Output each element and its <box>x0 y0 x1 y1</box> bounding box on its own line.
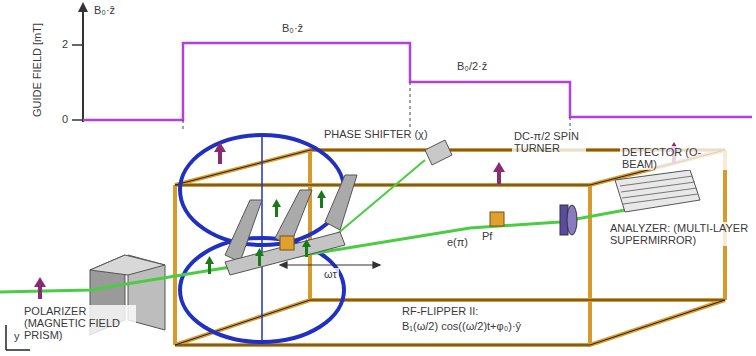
component-label: POLARIZER (MAGNETIC FIELD PRISM) <box>22 305 136 341</box>
symbol-label: e(π) <box>445 236 470 248</box>
frame-outline <box>175 150 725 345</box>
axis-line <box>82 10 84 122</box>
component-label: DC-π/2 SPIN TURNER <box>512 130 586 154</box>
component-label: DETECTOR (O-BEAM) <box>620 146 734 170</box>
rf-flipper <box>280 236 294 250</box>
analyzer <box>567 205 577 235</box>
symbol-label: Pf <box>480 230 494 242</box>
component-label: ANALYZER: (MULTI-LAYER SUPERMIRROR) <box>608 222 752 246</box>
field-label: B₀/2·ẑ <box>455 60 489 72</box>
axis-title: GUIDE FIELD [mT] <box>31 21 43 119</box>
spin-arrows <box>205 190 326 274</box>
guide-field-profile <box>83 43 752 120</box>
component-label: PHASE SHIFTER (χ) <box>322 128 430 140</box>
field-label: B₀·ẑ <box>280 22 305 34</box>
interferometer-crystal <box>225 175 357 275</box>
guide-dash <box>183 82 570 130</box>
formula-label: B₁(ω/2) cos((ω/2)t+φ₀)·ŷ <box>400 320 523 332</box>
tick-label: 2 <box>60 38 70 50</box>
field-label: B₀·ẑ <box>92 4 117 16</box>
symbol-label: ωτ <box>322 268 339 280</box>
axis-letter: y <box>12 330 22 342</box>
coil-axis <box>261 135 263 342</box>
axis-arrowhead <box>78 2 88 12</box>
detector <box>615 170 700 212</box>
axis-tick <box>72 44 83 46</box>
spin-turner <box>490 212 504 226</box>
axis-tick <box>72 119 83 121</box>
coil-frame <box>175 150 725 345</box>
phase-shifter <box>425 140 452 165</box>
field-arrows <box>34 142 680 299</box>
tick-label: 0 <box>60 113 70 125</box>
component-label: RF-FLIPPER II: <box>400 305 480 317</box>
